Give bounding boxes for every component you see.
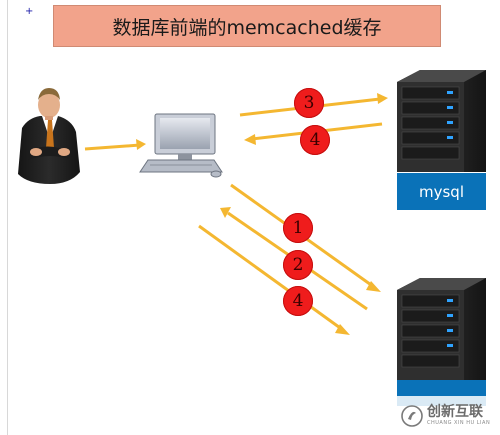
- arrow-user-to-client: [84, 139, 146, 151]
- plus-marker: +: [25, 6, 34, 17]
- step-1-badge: 1: [283, 213, 313, 243]
- brand-logo-icon: [401, 404, 423, 427]
- step-3-badge: 3: [294, 88, 324, 118]
- watermark-subtitle: CHUANG XIN HU LIAN: [427, 420, 491, 426]
- computer-icon: [139, 113, 223, 178]
- page-rule: [7, 0, 8, 435]
- mysql-label: mysql: [397, 173, 486, 210]
- server-icon: [397, 70, 486, 172]
- watermark: 创新互联 CHUANG XIN HU LIAN: [397, 396, 500, 435]
- step-4-badge: 4: [300, 125, 330, 155]
- server-icon: [397, 278, 486, 380]
- arrow-store-cache: [198, 224, 350, 335]
- watermark-title: 创新互联: [427, 404, 483, 420]
- step-2-badge: 2: [283, 250, 313, 280]
- step-4-badge: 4: [283, 286, 313, 316]
- diagram-title: 数据库前端的memcached缓存: [53, 5, 441, 47]
- businessman-icon: [18, 88, 80, 184]
